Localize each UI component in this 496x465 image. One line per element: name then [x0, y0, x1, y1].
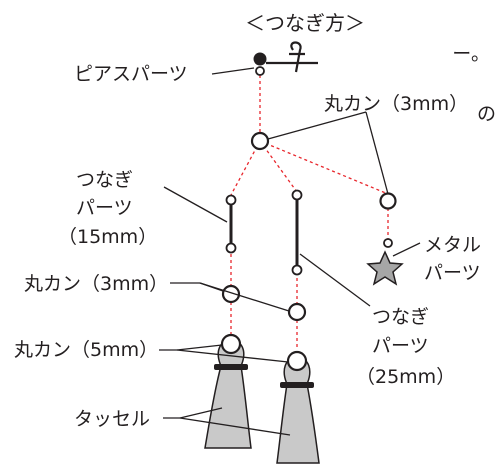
labels: ピアスパーツ 丸カン（3mm） つなぎ パーツ （15mm） メタル パーツ 丸…: [14, 63, 481, 430]
tassel-left: [204, 333, 252, 449]
label-connector-15-line3: （15mm）: [58, 226, 157, 248]
connector-25-bottom-loop: [291, 264, 303, 276]
pierce-ball: [253, 52, 267, 66]
leader-connector-25: [299, 253, 371, 307]
jump-ring-5mm-middle: [286, 350, 308, 372]
leader-ring-3mm-mid-c: [199, 282, 290, 312]
connector-part-25mm: [291, 189, 303, 276]
label-connector-25-line2: パーツ: [372, 335, 429, 357]
star-icon: [366, 250, 404, 286]
label-connector-25-line1: つなぎ: [372, 306, 429, 328]
diagram-title: ＜つなぎ方＞: [245, 11, 365, 35]
connector-part-15mm: [225, 194, 237, 254]
metal-part: [366, 238, 404, 286]
leader-ring-top-b: [365, 111, 389, 195]
jump-ring-3mm-middle: [287, 302, 307, 322]
tassel-middle-band: [280, 382, 314, 388]
tassel-left-body: [204, 365, 252, 449]
jump-ring-3mm-top: [250, 131, 270, 151]
chain-lines: [230, 75, 389, 350]
leader-ring-5mm-b: [176, 344, 223, 351]
leader-pierce-part: [211, 67, 255, 75]
label-jump-ring-5mm: 丸カン（5mm）: [14, 339, 158, 361]
leader-ring-5mm-c: [176, 349, 289, 363]
pierce-loop: [255, 66, 265, 76]
label-connector-15-line2: パーツ: [76, 197, 133, 219]
label-jump-ring-3mm-top: 丸カン（3mm）: [324, 93, 468, 115]
connector-25-top-loop: [291, 189, 303, 201]
label-jump-ring-3mm-mid: 丸カン（3mm）: [24, 273, 168, 295]
leader-metal-part: [392, 242, 421, 257]
margin-fragment-bottom: の: [477, 103, 496, 125]
margin-fragment-top: ー。: [452, 43, 490, 65]
label-metal-part-line1: メタル: [424, 234, 481, 256]
jump-ring-3mm-right: [379, 192, 397, 210]
label-pierce-part: ピアスパーツ: [74, 63, 188, 85]
label-tassel: タッセル: [74, 408, 150, 430]
leader-tassel-b: [179, 407, 223, 419]
leader-connector-15: [163, 186, 228, 223]
tassel-middle: [276, 350, 320, 464]
pierce-catch-icon: [289, 41, 305, 73]
chain-ring-to-left: [230, 140, 261, 196]
tassel-left-band: [214, 364, 248, 370]
connector-15-bottom-loop: [225, 242, 237, 254]
metal-part-loop: [383, 238, 393, 248]
label-connector-25-line3: （25mm）: [356, 366, 455, 388]
leader-ring-top-a: [267, 111, 367, 140]
leader-tassel-c: [179, 417, 291, 436]
tassel-middle-body: [276, 383, 320, 464]
leader-lines: [159, 67, 421, 436]
connector-15-top-loop: [225, 194, 237, 206]
chain-ring-to-middle: [259, 140, 298, 193]
chain-ring-to-right: [259, 140, 389, 195]
label-metal-part-line2: パーツ: [424, 262, 481, 284]
pierce-part: [253, 41, 318, 76]
jump-ring-3mm-left: [221, 284, 241, 304]
jump-ring-5mm-left: [220, 333, 242, 355]
label-connector-15-line1: つなぎ: [76, 169, 133, 191]
